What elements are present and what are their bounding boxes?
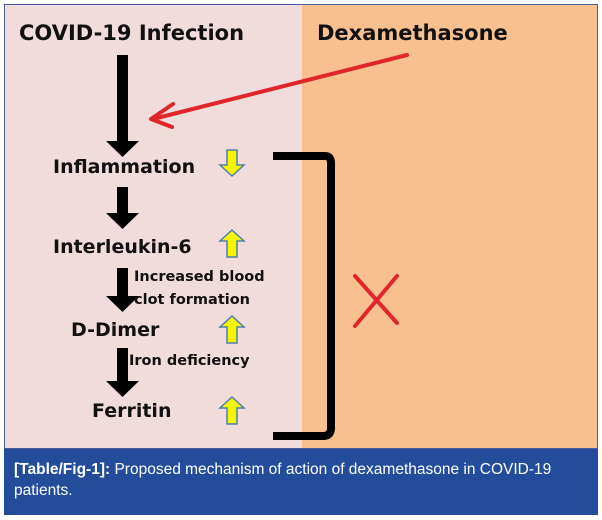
caption-text: Proposed mechanism of action of dexameth… — [14, 461, 552, 499]
right-panel — [302, 5, 597, 448]
up-arrow-icon — [218, 228, 246, 258]
figure-frame: COVID-19 Infection Dexamethasone Inflamm… — [4, 4, 598, 449]
node-d-dimer: D-Dimer — [71, 319, 160, 341]
dexamethasone-label: Dexamethasone — [317, 21, 508, 45]
node-interleukin-6: Interleukin-6 — [53, 236, 192, 258]
flow-arrow-il6-to-ddimer — [106, 268, 139, 312]
dexamethasone-arrow — [149, 53, 409, 129]
node-ferritin: Ferritin — [92, 400, 172, 422]
flow-arrow-covid-to-inflammation — [106, 55, 139, 157]
figure-caption: [Table/Fig-1]: Proposed mechanism of act… — [4, 449, 598, 515]
edge-label-clot-line2: clot formation — [134, 292, 251, 308]
diagram-canvas — [106, 53, 409, 440]
covid-infection-label: COVID-19 Infection — [19, 21, 245, 45]
up-arrow-icon — [218, 314, 246, 344]
caption-prefix: [Table/Fig-1]: — [14, 461, 111, 478]
up-arrow-icon — [218, 395, 246, 425]
flow-arrow-ddimer-to-ferritin — [106, 348, 139, 397]
edge-label-iron-deficiency: Iron deficiency — [129, 353, 250, 369]
down-arrow-icon — [218, 149, 246, 178]
left-panel — [5, 5, 302, 448]
flow-arrow-inflammation-to-il6 — [106, 187, 139, 229]
bracket — [273, 152, 335, 440]
edge-label-clot-line1: Increased blood — [134, 269, 265, 285]
node-inflammation: Inflammation — [53, 156, 196, 178]
inhibition-x-mark — [353, 274, 399, 328]
